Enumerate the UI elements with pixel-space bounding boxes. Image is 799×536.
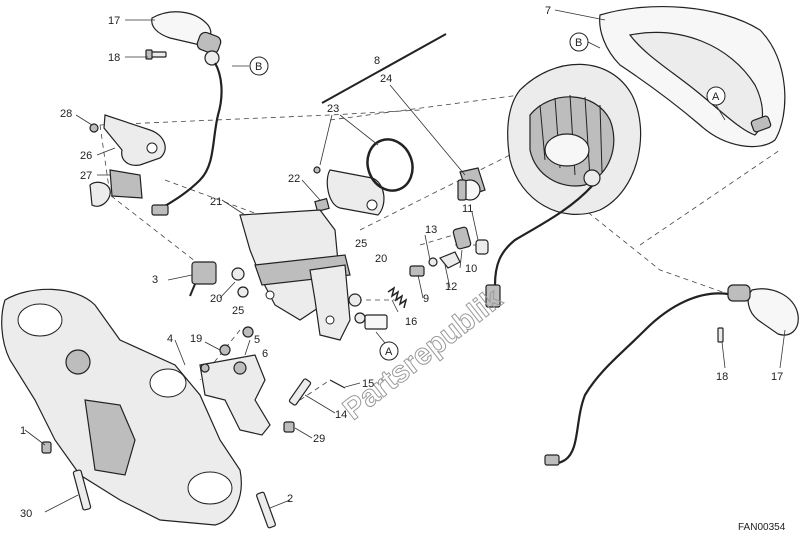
callout-18-top: 18 (108, 52, 120, 64)
callout-20-right: 20 (375, 253, 387, 265)
diagram-part-code: FAN00354 (738, 522, 786, 533)
callout-26: 26 (80, 150, 92, 162)
spacer-plate (364, 314, 388, 330)
turn-indicator-front-right (544, 284, 799, 466)
bracket-26 (103, 114, 166, 166)
callout-19: 19 (190, 333, 202, 345)
callout-21: 21 (210, 196, 222, 208)
assembly-guide-lines (99, 94, 781, 401)
callout-10: 10 (465, 263, 477, 275)
callout-27: 27 (80, 170, 92, 182)
callout-5: 5 (254, 334, 260, 346)
callout-20-left: 20 (210, 293, 222, 305)
ref-a-mid: A (375, 331, 399, 361)
ref-b-cowl: B (569, 32, 601, 52)
callout-2: 2 (287, 493, 293, 505)
spring-16 (387, 286, 408, 309)
callout-13: 13 (425, 224, 437, 236)
ref-b-top: B (232, 56, 269, 76)
screw-18-top (145, 49, 167, 60)
callout-6: 6 (262, 348, 268, 360)
svg-text:B: B (255, 61, 262, 73)
reference-letters: B B A A (232, 32, 726, 361)
adjuster-parts (409, 226, 489, 277)
callout-9: 9 (423, 293, 429, 305)
callout-12: 12 (445, 281, 457, 293)
svg-text:A: A (712, 91, 720, 103)
grommet-27 (89, 169, 143, 207)
headlight-bracket-21 (239, 209, 351, 341)
headlight-fairing-7 (599, 5, 786, 148)
turn-indicator-front-left (151, 11, 223, 216)
callout-11: 11 (462, 203, 473, 215)
lower-plate-6 (199, 326, 346, 436)
callout-22: 22 (288, 173, 300, 185)
callout-1: 1 (20, 425, 26, 437)
bulb-24 (457, 179, 481, 201)
triple-clamp (1, 288, 242, 526)
callout-17-right: 17 (771, 371, 783, 383)
screw-28 (89, 123, 99, 133)
callout-14: 14 (335, 409, 347, 421)
callout-25-right: 25 (355, 238, 367, 250)
clip-22 (314, 197, 330, 213)
callout-17-top: 17 (108, 15, 120, 27)
callout-24: 24 (380, 73, 392, 85)
callout-28: 28 (60, 108, 72, 120)
washers-20-25 (231, 267, 366, 324)
headlight-8 (459, 63, 642, 308)
callout-labels: 17 18 28 26 27 23 8 24 7 22 21 11 13 10 … (20, 5, 783, 520)
item-8-bar (321, 33, 447, 104)
callout-30: 30 (20, 508, 32, 520)
callout-8: 8 (374, 55, 380, 67)
callout-25-left: 25 (232, 305, 244, 317)
leader-lines (24, 9, 786, 513)
callout-29: 29 (313, 433, 325, 445)
ref-a-cowl: A (706, 86, 726, 121)
svg-text:B: B (575, 37, 582, 49)
bolts-lower (41, 441, 276, 529)
callout-15: 15 (362, 378, 374, 390)
callout-23: 23 (327, 103, 339, 115)
rear-cover-23 (313, 138, 414, 216)
callout-3: 3 (152, 274, 158, 286)
callout-16: 16 (405, 316, 417, 328)
callout-7: 7 (545, 5, 551, 17)
svg-text:A: A (385, 346, 393, 358)
callout-18-right: 18 (716, 371, 728, 383)
rubber-mount-3 (189, 261, 217, 297)
callout-4: 4 (167, 333, 173, 345)
